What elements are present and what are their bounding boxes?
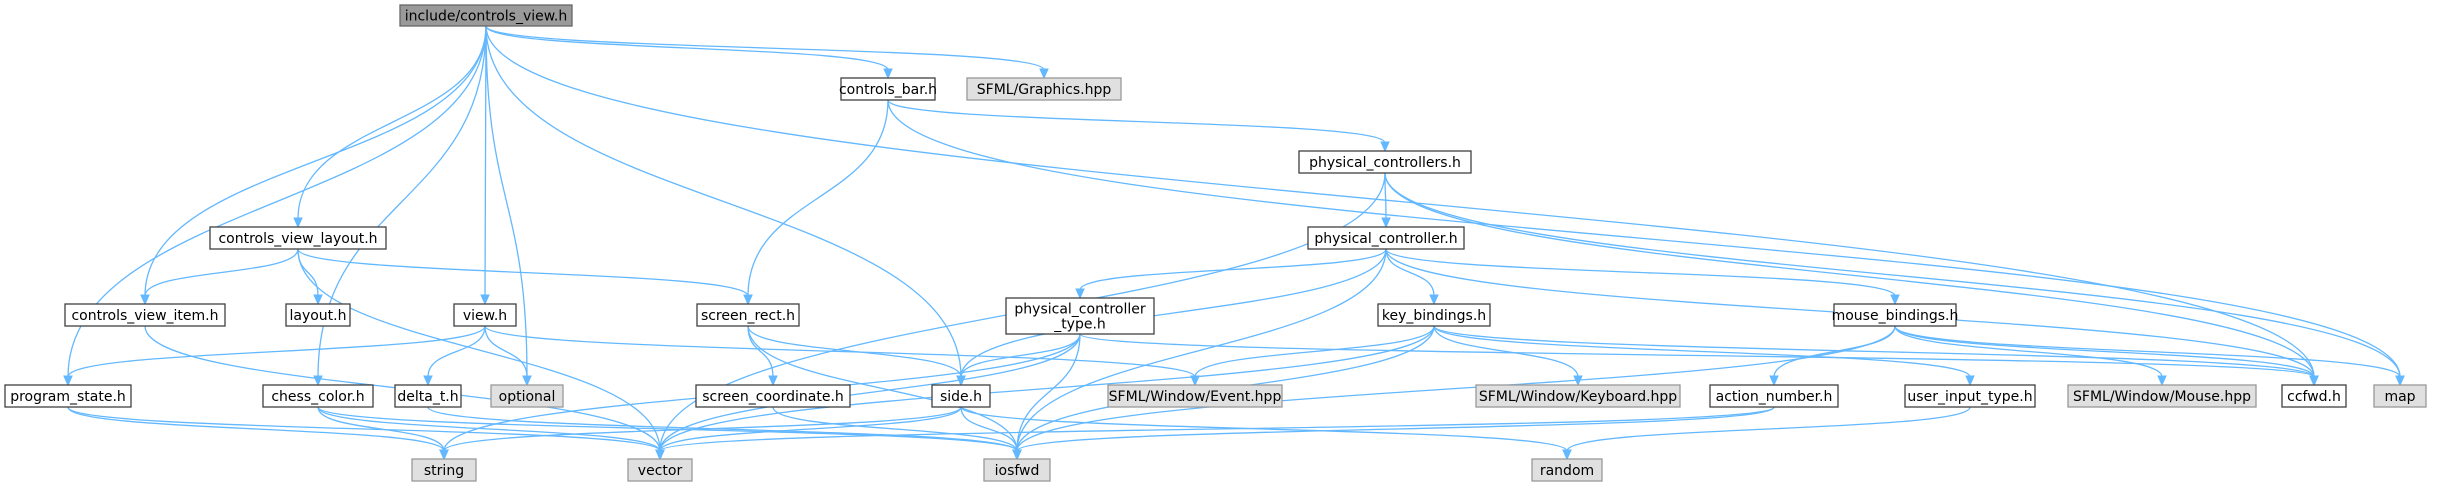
edge-controls_view_layout-to-layout <box>297 248 323 306</box>
node-label: controls_bar.h <box>839 82 937 98</box>
node-label: SFML/Window/Keyboard.hpp <box>1479 389 1677 405</box>
edge-program_state-to-vector <box>67 406 665 461</box>
node-label: string <box>424 463 464 479</box>
node-sfml-keyboard: SFML/Window/Keyboard.hpp <box>1475 384 1681 408</box>
node-label: vector <box>638 463 683 479</box>
node-controls-view-item[interactable]: controls_view_item.h <box>64 303 226 327</box>
edge-controls_view_layout-to-screen_rect <box>297 248 753 306</box>
edge-view-to-sfml_event <box>484 325 1200 387</box>
edge-controls_bar-to-physical_controllers <box>887 99 1390 153</box>
node-label: SFML/Graphics.hpp <box>977 82 1112 98</box>
node-sfml-mouse: SFML/Window/Mouse.hpp <box>2067 384 2257 408</box>
edge-controls_view-to-view <box>480 25 490 306</box>
node-label: mouse_bindings.h <box>1832 308 1959 324</box>
node-ccfwd[interactable]: ccfwd.h <box>2281 384 2347 408</box>
node-label: _type.h <box>1053 317 1106 333</box>
node-map: map <box>2373 384 2427 408</box>
edge-mouse_bindings-to-map <box>1894 325 2405 387</box>
node-label: action_number.h <box>1716 389 1833 405</box>
node-label: iosfwd <box>995 463 1040 479</box>
node-chess-color[interactable]: chess_color.h <box>262 384 374 408</box>
node-layout[interactable]: layout.h <box>285 303 351 327</box>
edge-physical_controller-to-mouse_bindings <box>1385 248 1900 306</box>
edge-controls_view-to-ccfwd <box>485 25 2319 387</box>
node-label: program_state.h <box>10 389 126 405</box>
node-optional: optional <box>490 384 564 408</box>
edge-controls_bar-to-map <box>887 99 2405 387</box>
node-label: view.h <box>463 308 507 324</box>
node-label: SFML/Window/Event.hpp <box>1109 389 1282 405</box>
edge-physical_controller-to-physical_controller_type <box>1075 248 1387 300</box>
node-mouse-bindings[interactable]: mouse_bindings.h <box>1832 303 1959 327</box>
node-string: string <box>411 458 477 482</box>
node-controls-view[interactable]: include/controls_view.h <box>399 4 573 27</box>
edge-controls_view-to-chess_color <box>313 25 487 387</box>
node-controls-view-layout[interactable]: controls_view_layout.h <box>209 226 387 250</box>
node-random: random <box>1531 458 1603 482</box>
edge-controls_view-to-sfml_graphics <box>485 25 1049 80</box>
node-label: random <box>1540 463 1594 479</box>
node-label: screen_rect.h <box>701 308 795 324</box>
edge-side-to-random <box>960 406 1572 461</box>
edge-mouse_bindings-to-sfml_mouse <box>1894 325 2167 387</box>
node-user-input-type[interactable]: user_input_type.h <box>1904 384 2036 408</box>
edge-controls_view-to-controls_bar <box>485 25 893 80</box>
edge-side-to-string <box>439 406 962 461</box>
node-delta-t[interactable]: delta_t.h <box>394 384 462 408</box>
edge-physical_controller-to-key_bindings <box>1385 248 1439 306</box>
edge-key_bindings-to-sfml_event <box>1190 325 1435 387</box>
edge-view-to-optional <box>484 325 532 387</box>
node-physical-controller-type[interactable]: physical_controller_type.h <box>1005 297 1155 335</box>
node-physical-controller[interactable]: physical_controller.h <box>1307 226 1465 250</box>
edge-key_bindings-to-user_input_type <box>1433 325 1975 387</box>
node-label: screen_coordinate.h <box>702 389 844 405</box>
node-label: key_bindings.h <box>1382 308 1486 324</box>
node-label: chess_color.h <box>271 389 364 405</box>
node-sfml-event: SFML/Window/Event.hpp <box>1107 384 1283 408</box>
edge-view-to-program_state <box>63 325 486 387</box>
node-screen-coordinate[interactable]: screen_coordinate.h <box>695 384 851 408</box>
edge-chess_color-to-iosfwd <box>317 406 1022 461</box>
node-physical-controllers[interactable]: physical_controllers.h <box>1298 150 1472 174</box>
node-program-state[interactable]: program_state.h <box>4 384 132 408</box>
node-label: side.h <box>940 389 982 405</box>
edge-screen_rect-to-screen_coordinate <box>747 325 778 387</box>
node-iosfwd: iosfwd <box>983 458 1051 482</box>
edge-controls_view-to-controls_view_layout <box>293 25 487 229</box>
edge-view-to-delta_t <box>423 325 486 387</box>
node-controls-bar[interactable]: controls_bar.h <box>839 77 937 101</box>
node-side[interactable]: side.h <box>931 384 991 408</box>
node-label: delta_t.h <box>397 389 458 405</box>
node-view[interactable]: view.h <box>453 303 517 327</box>
node-label: user_input_type.h <box>1907 389 2032 405</box>
node-label: layout.h <box>289 308 346 324</box>
node-label: optional <box>499 389 556 405</box>
node-screen-rect[interactable]: screen_rect.h <box>696 303 800 327</box>
node-label: physical_controllers.h <box>1309 155 1461 171</box>
node-vector: vector <box>627 458 693 482</box>
node-label: physical_controller.h <box>1314 231 1457 247</box>
node-label: map <box>2384 389 2415 405</box>
edge-action_number-to-iosfwd <box>1012 406 1775 461</box>
edge-controls_view_layout-to-controls_view_item <box>140 248 299 306</box>
node-label: SFML/Window/Mouse.hpp <box>2073 389 2251 405</box>
edge-program_state-to-string <box>67 406 449 461</box>
node-sfml-graphics: SFML/Graphics.hpp <box>966 77 1122 101</box>
edge-controls_view-to-program_state <box>63 25 487 387</box>
node-label: include/controls_view.h <box>405 9 568 25</box>
node-label: controls_view_layout.h <box>218 231 377 247</box>
edge-action_number-to-vector <box>655 406 1775 461</box>
node-label: ccfwd.h <box>2287 389 2341 405</box>
node-label: physical_controller <box>1014 302 1145 318</box>
edge-user_input_type-to-random <box>1562 406 1971 461</box>
node-label: controls_view_item.h <box>71 308 218 324</box>
edge-controls_view-to-controls_view_item <box>140 25 487 306</box>
node-key-bindings[interactable]: key_bindings.h <box>1377 303 1491 327</box>
node-action-number[interactable]: action_number.h <box>1709 384 1839 408</box>
edge-mouse_bindings-to-ccfwd <box>1894 325 2319 387</box>
